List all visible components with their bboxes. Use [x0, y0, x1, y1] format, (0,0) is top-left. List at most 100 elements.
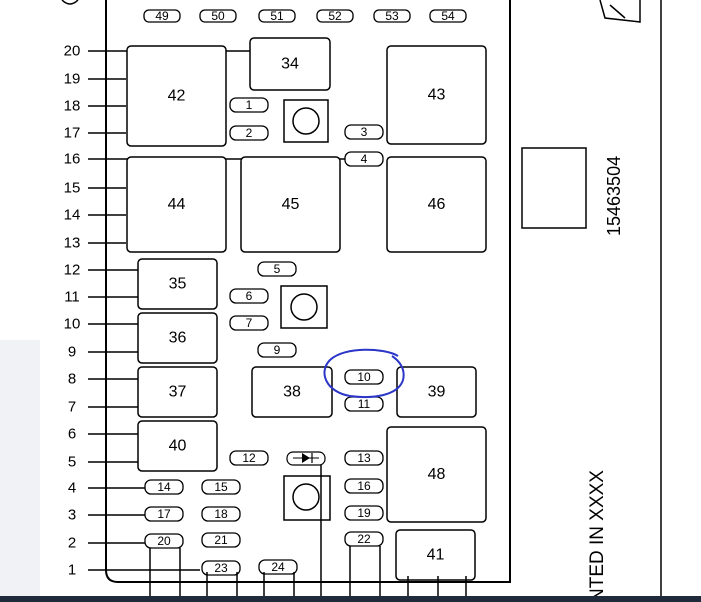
relay-label-37: 37 [169, 384, 187, 401]
marker-label-19: 19 [64, 71, 81, 88]
relay-label-48: 48 [428, 466, 446, 483]
part-number: 15463504 [604, 156, 624, 236]
fuse-label-51: 51 [270, 9, 284, 23]
fuse-label-15: 15 [214, 480, 228, 494]
fuse-label-7: 7 [246, 316, 253, 330]
relay-37: 37 [137, 366, 218, 418]
fuse-label-4: 4 [361, 152, 368, 166]
fuse-label-18: 18 [214, 507, 228, 521]
fuse-23: 23 [201, 560, 241, 576]
fuse-2: 2 [229, 125, 269, 141]
stud-circle-1 [292, 107, 320, 135]
marker-label-8: 8 [68, 371, 76, 388]
fuse-label-16: 16 [357, 479, 371, 493]
fuse-label-19: 19 [357, 506, 371, 520]
relay-label-45: 45 [282, 196, 300, 213]
fuse-52: 52 [316, 9, 354, 23]
marker-label-6: 6 [68, 426, 76, 443]
fuse-label-6: 6 [246, 289, 253, 303]
fuse-11: 11 [344, 396, 384, 412]
relay-label-46: 46 [428, 196, 446, 213]
fuse-label-10: 10 [357, 370, 371, 384]
relay-label-35: 35 [169, 276, 187, 293]
marker-label-14: 14 [64, 207, 81, 224]
fuse-17: 17 [144, 506, 184, 522]
fuse-label-21: 21 [214, 533, 228, 547]
fuse-label-50: 50 [211, 9, 225, 23]
relay-34: 34 [249, 37, 331, 91]
relay-label-39: 39 [428, 384, 446, 401]
fuse-label-14: 14 [157, 480, 171, 494]
fuse-label-20: 20 [157, 534, 171, 548]
fuse-label-9: 9 [274, 343, 281, 357]
relay-36: 36 [137, 312, 218, 364]
fuse-1: 1 [229, 97, 269, 113]
marker-label-9: 9 [68, 344, 76, 361]
marker-label-18: 18 [64, 98, 81, 115]
fuse-49: 49 [143, 9, 181, 23]
relay-35: 35 [137, 258, 218, 310]
relay-label-36: 36 [169, 330, 187, 347]
relay-44: 44 [126, 156, 227, 253]
marker-label-12: 12 [64, 262, 81, 279]
relay-label-38: 38 [283, 384, 301, 401]
diode-arrow-icon [302, 453, 310, 463]
fuse-20: 20 [144, 533, 184, 549]
relay-41: 41 [395, 529, 476, 581]
relay-42: 42 [126, 45, 227, 147]
fuse-label-17: 17 [157, 507, 171, 521]
marker-label-16: 16 [64, 151, 81, 168]
fuse-label-3: 3 [361, 125, 368, 139]
fuse-label-12: 12 [242, 451, 256, 465]
fuse-label-22: 22 [357, 532, 371, 546]
fuse-label-53: 53 [385, 9, 399, 23]
fuse-5: 5 [257, 261, 297, 277]
fuse-label-2: 2 [246, 126, 253, 140]
fuse-label-24: 24 [271, 560, 285, 574]
marker-label-11: 11 [64, 289, 80, 306]
relay-39: 39 [396, 366, 477, 418]
fuse-label-11: 11 [358, 397, 371, 411]
relay-38: 38 [251, 366, 333, 418]
fuse-22: 22 [344, 531, 384, 547]
fuse-6: 6 [229, 288, 269, 304]
bottom-bar [0, 596, 701, 602]
fuse-10: 10 [344, 369, 384, 385]
corner-clip-line [609, 4, 626, 19]
fuse-21: 21 [201, 532, 241, 548]
fuse-9: 9 [257, 342, 297, 358]
fuse-4: 4 [344, 151, 384, 167]
marker-label-5: 5 [68, 454, 76, 471]
relay-43: 43 [386, 45, 487, 145]
fuse-label-49: 49 [155, 9, 169, 23]
fuse-18: 18 [201, 506, 241, 522]
fuse-label-23: 23 [214, 561, 228, 575]
fuse-24: 24 [258, 559, 298, 575]
fuse-12: 12 [229, 450, 269, 466]
relay-label-34: 34 [281, 56, 299, 73]
marker-label-13: 13 [64, 235, 81, 252]
fuse-label-13: 13 [357, 451, 371, 465]
fuse-14: 14 [144, 479, 184, 495]
relay-45: 45 [240, 156, 341, 253]
marker-label-15: 15 [64, 180, 81, 197]
relay-label-43: 43 [428, 87, 446, 104]
fuse-label-1: 1 [246, 98, 253, 112]
relay-label-44: 44 [168, 196, 186, 213]
marker-label-2: 2 [68, 535, 76, 552]
fuse-3: 3 [344, 124, 384, 140]
relay-40: 40 [137, 420, 218, 472]
fuse-13: 13 [344, 450, 384, 466]
relay-48: 48 [386, 426, 487, 523]
relay-label-42: 42 [168, 88, 186, 105]
marker-label-20: 20 [64, 43, 81, 60]
corner-clip [599, 0, 641, 23]
fuse-53: 53 [373, 9, 411, 23]
connector-block [521, 147, 587, 229]
fuse-16: 16 [344, 478, 384, 494]
fuse-54: 54 [429, 9, 467, 23]
fuse-50: 50 [199, 9, 237, 23]
